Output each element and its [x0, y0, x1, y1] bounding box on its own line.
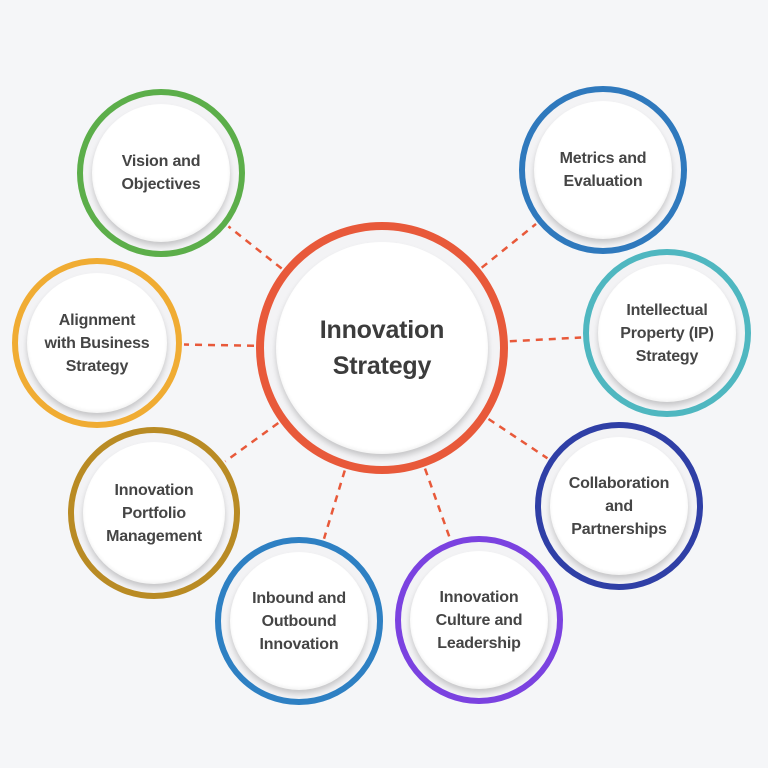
node-label: Collaboration and Partnerships — [568, 474, 670, 538]
node-label: Metrics and Evaluation — [559, 150, 647, 190]
node-vision-and-objectives: Vision and Objectives — [77, 89, 245, 257]
node-label: Innovation Portfolio Management — [106, 481, 202, 545]
node-inbound-and-outbound-innovation: Inbound and Outbound Innovation — [215, 537, 383, 705]
node-alignment-with-business-strategy: Alignment with Business Strategy — [12, 258, 182, 428]
connector-line — [224, 422, 280, 463]
node-innovation-portfolio-management: Innovation Portfolio Management — [68, 427, 240, 599]
node-innovation-culture-and-leadership: Innovation Culture and Leadership — [395, 536, 563, 704]
connector-line — [423, 468, 452, 540]
node-label: Vision and Objectives — [121, 153, 201, 193]
node-label: Innovation Culture and Leadership — [435, 588, 523, 652]
connector-line — [183, 343, 255, 348]
central-node-label: Innovation Strategy — [319, 316, 445, 380]
connector-line — [322, 470, 346, 540]
node-collaboration-and-partnerships: Collaboration and Partnerships — [535, 422, 703, 590]
node-label: Intellectual Property (IP) Strategy — [620, 301, 714, 365]
node-metrics-and-evaluation: Metrics and Evaluation — [519, 86, 687, 254]
connector-line — [480, 222, 537, 269]
node-ip-strategy: Intellectual Property (IP) Strategy — [583, 249, 751, 417]
node-label: Inbound and Outbound Innovation — [252, 589, 346, 653]
connector-line — [487, 417, 549, 460]
connector-line — [509, 336, 582, 343]
connector-line — [227, 225, 283, 270]
central-node-innovation-strategy: Innovation Strategy — [256, 222, 508, 474]
node-label: Alignment with Business Strategy — [44, 311, 150, 375]
